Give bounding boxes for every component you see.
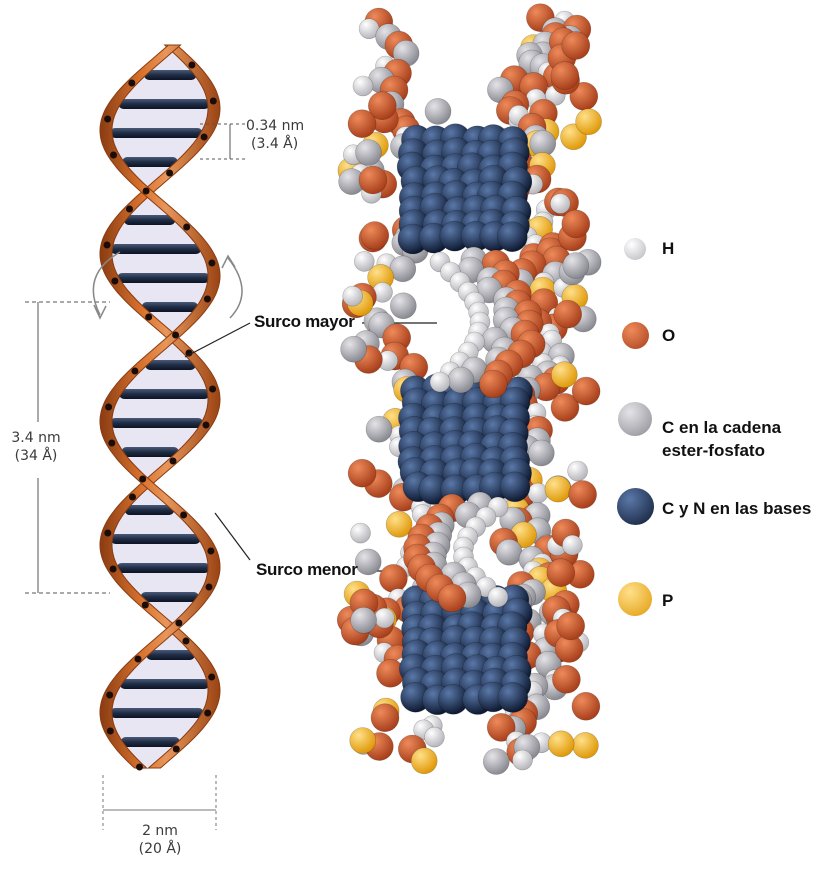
phosphorus-atom-icon — [618, 582, 652, 616]
carbon-atom — [528, 440, 554, 466]
oxygen-atom — [361, 222, 389, 250]
legend-label: ester-fosfato — [662, 440, 765, 461]
oxygen-atom — [348, 459, 376, 487]
carbon-atom — [563, 253, 589, 279]
hydrogen-atom — [343, 286, 363, 306]
hydrogen-atom — [562, 535, 582, 555]
atoms — [337, 4, 601, 775]
hydrogen-atom — [488, 587, 508, 607]
carbon-atom — [356, 140, 382, 166]
carbon-atom — [496, 539, 522, 565]
pitch-nm-label: 3.4 nm — [2, 430, 70, 447]
oxygen-atom — [552, 665, 580, 693]
hydrogen-atom — [528, 483, 548, 503]
oxygen-atom — [438, 584, 466, 612]
legend-label: P — [662, 590, 673, 611]
phosphorus-atom — [545, 476, 571, 502]
carbon-atom — [351, 607, 377, 633]
oxygen-atom — [379, 564, 407, 592]
carbon-atom-icon — [618, 402, 652, 436]
oxygen-atom — [572, 377, 600, 405]
carbon-atom — [341, 336, 367, 362]
oxygen-atom — [479, 370, 507, 398]
phosphorus-atom — [572, 732, 598, 758]
pitch-angstrom-label: (34 Å) — [2, 448, 70, 465]
rise-angstrom-label: (3.4 Å) — [251, 136, 321, 153]
base-atom-icon — [617, 488, 654, 525]
phosphorus-atom — [576, 109, 602, 135]
oxygen-atom — [557, 612, 585, 640]
carbon-atom — [355, 549, 381, 575]
legend-label: O — [662, 325, 675, 346]
legend-label: C y N en las bases — [662, 498, 811, 519]
hydrogen-atom — [375, 608, 395, 628]
hydrogen-atom — [430, 372, 450, 392]
carbon-atom — [366, 416, 392, 442]
oxygen-atom — [569, 481, 597, 509]
hydrogen-atom — [424, 727, 444, 747]
base-atom-atom — [497, 222, 527, 252]
minor-groove-label: Surco menor — [256, 560, 358, 580]
oxygen-atom — [359, 166, 387, 194]
oxygen-atom — [562, 32, 590, 60]
hydrogen-atom — [351, 523, 371, 543]
width-nm-label: 2 nm — [120, 823, 200, 840]
legend-label: H — [662, 238, 674, 259]
oxygen-atom — [348, 110, 376, 138]
hydrogen-atom — [513, 750, 533, 770]
carbon-atom — [390, 293, 416, 319]
rise-nm-label: 0.34 nm — [246, 118, 316, 135]
oxygen-atom — [371, 704, 399, 732]
phosphorus-atom — [551, 362, 577, 388]
oxygen-atom — [547, 559, 575, 587]
hydrogen-atom — [353, 76, 373, 96]
oxygen-atom — [562, 210, 590, 238]
major-groove-label: Surco mayor — [254, 312, 355, 332]
carbon-atom — [483, 749, 509, 775]
phosphorus-atom — [548, 731, 574, 757]
carbon-atom — [448, 367, 474, 393]
hydrogen-atom — [354, 251, 374, 271]
phosphorus-atom — [411, 748, 437, 774]
hydrogen-atom — [550, 194, 570, 214]
oxygen-atom — [551, 62, 579, 90]
oxygen-atom — [554, 300, 582, 328]
width-angstrom-label: (20 Å) — [120, 841, 200, 858]
hydrogen-atom — [568, 461, 588, 481]
phosphorus-atom — [350, 728, 376, 754]
carbon-atom — [425, 98, 451, 124]
base-atom-atom — [498, 682, 528, 712]
legend-label: C en la cadena — [662, 417, 781, 438]
hydrogen-atom-icon — [624, 238, 646, 260]
base-atom-atom — [500, 472, 530, 502]
oxygen-atom — [572, 692, 600, 720]
oxygen-atom-icon — [622, 322, 649, 349]
